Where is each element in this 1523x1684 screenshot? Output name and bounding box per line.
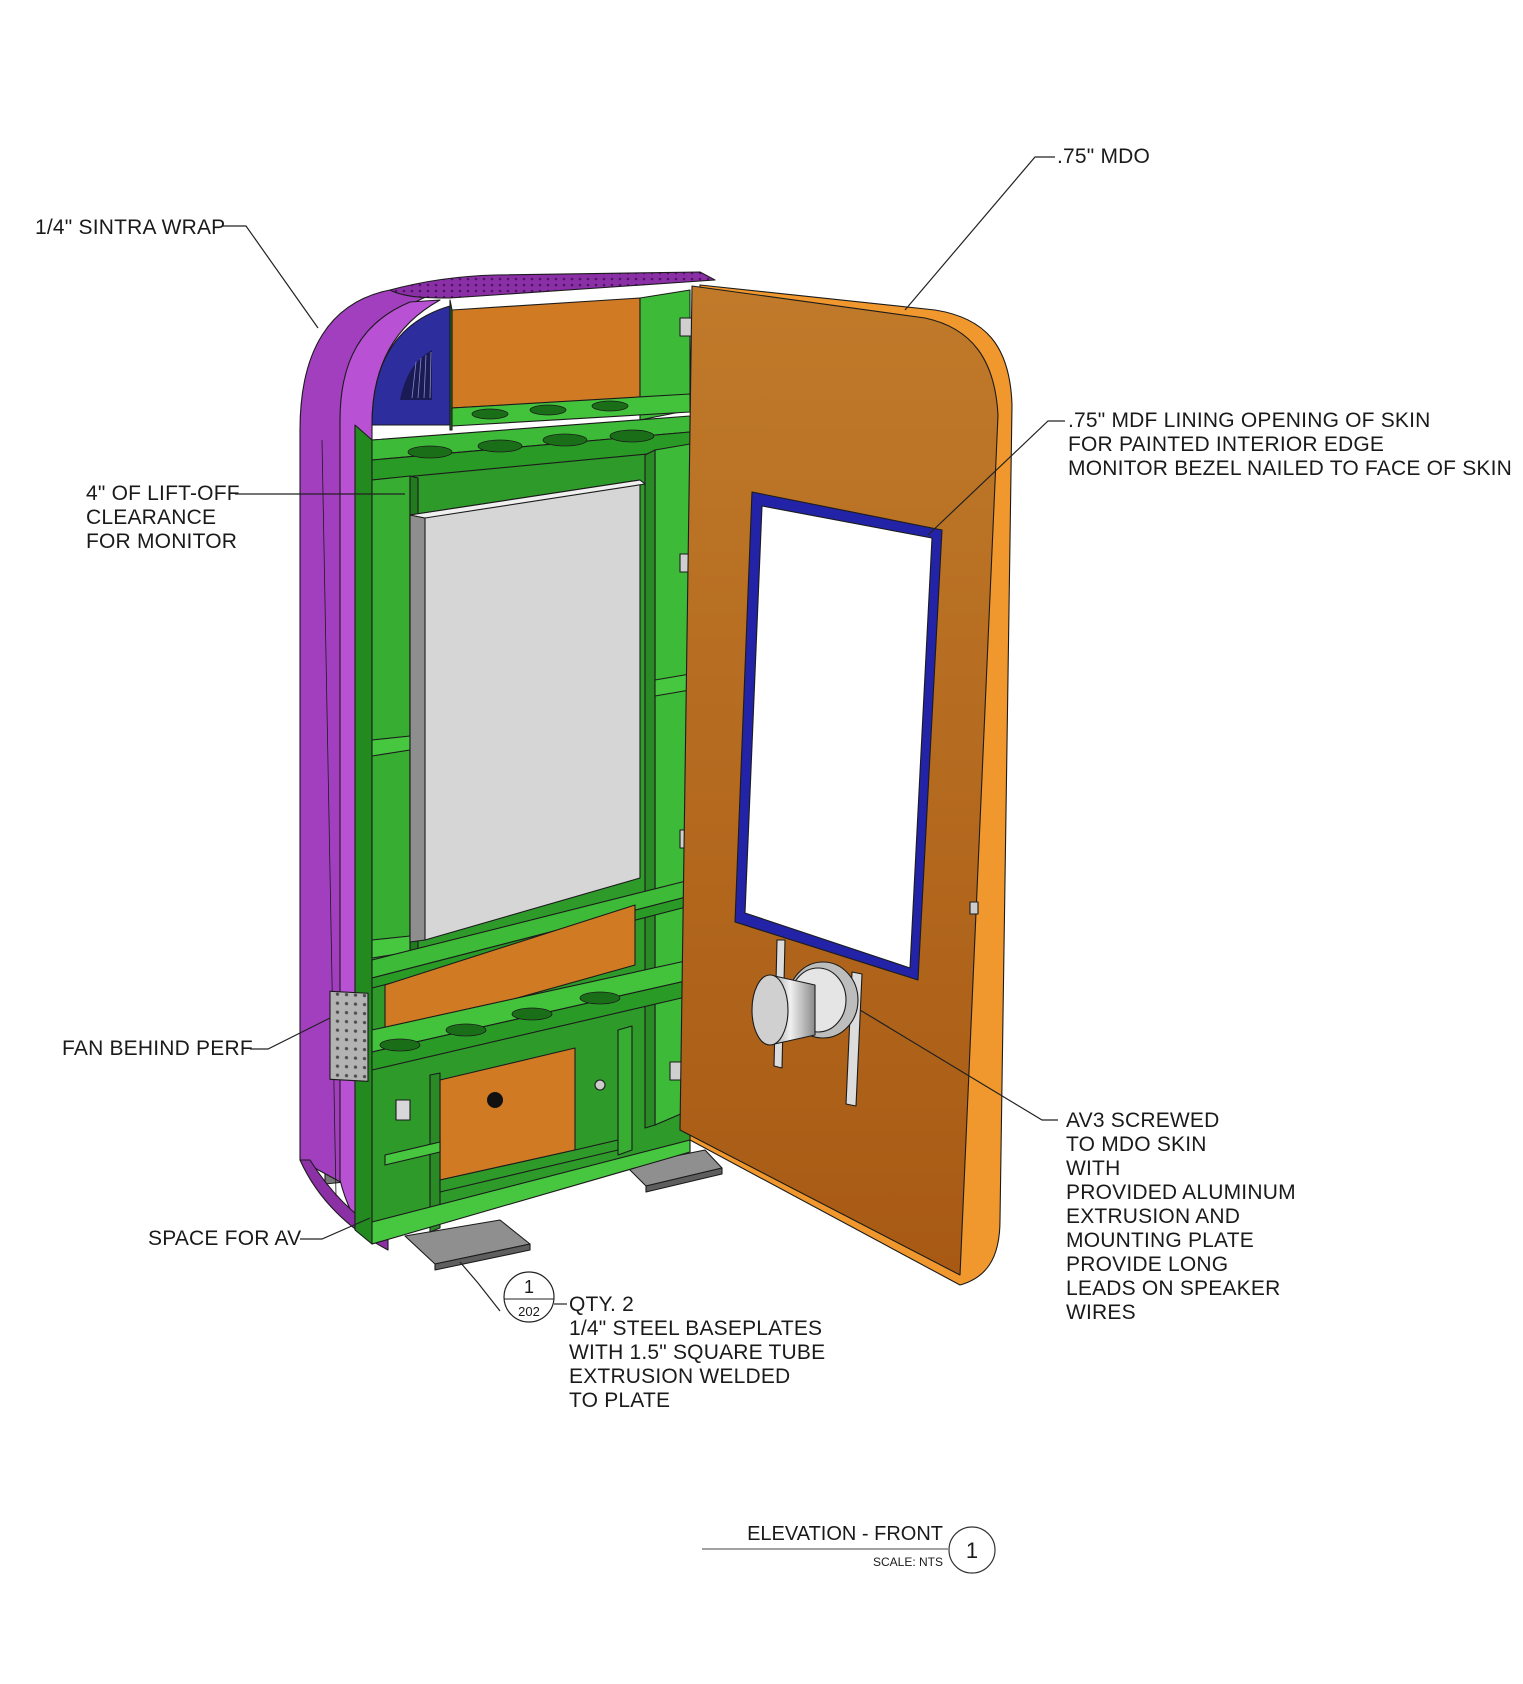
svg-text:WITH 1.5" SQUARE TUBE: WITH 1.5" SQUARE TUBE: [569, 1341, 825, 1364]
svg-text:MONITOR BEZEL NAILED TO FACE O: MONITOR BEZEL NAILED TO FACE OF SKIN: [1068, 457, 1512, 480]
view-number-bubble: [948, 1526, 996, 1574]
title-block: ELEVATION - FRONT SCALE: NTS 1: [702, 1523, 996, 1574]
view-scale: SCALE: NTS: [873, 1555, 943, 1569]
svg-text:PROVIDE LONG: PROVIDE LONG: [1066, 1253, 1228, 1276]
leader-lines: [222, 156, 1065, 1312]
svg-text:4" OF LIFT-OFF: 4" OF LIFT-OFF: [86, 482, 240, 505]
monitor: [409, 479, 646, 943]
svg-text:QTY. 2: QTY. 2: [569, 1293, 634, 1316]
svg-text:TO PLATE: TO PLATE: [569, 1389, 670, 1412]
svg-text:EXTRUSION WELDED: EXTRUSION WELDED: [569, 1365, 790, 1388]
svg-text:WIRES: WIRES: [1066, 1301, 1136, 1324]
svg-text:FOR MONITOR: FOR MONITOR: [86, 530, 237, 553]
svg-text:TO MDO SKIN: TO MDO SKIN: [1066, 1133, 1207, 1156]
av-grommet-hole: [487, 1092, 503, 1108]
svg-text:LEADS ON SPEAKER: LEADS ON SPEAKER: [1066, 1277, 1280, 1300]
svg-text:EXTRUSION AND: EXTRUSION AND: [1066, 1205, 1240, 1228]
callout-lift-off: 4" OF LIFT-OFF CLEARANCE FOR MONITOR: [86, 482, 240, 553]
view-title: ELEVATION - FRONT: [747, 1523, 943, 1545]
svg-text:WITH: WITH: [1066, 1157, 1120, 1180]
callout-sintra-wrap: 1/4" SINTRA WRAP: [35, 216, 225, 239]
detail-tag: 1 202: [503, 1271, 567, 1323]
callout-fan: FAN BEHIND PERF: [62, 1037, 253, 1060]
callout-mdf-lining: .75" MDF LINING OPENING OF SKIN FOR PAIN…: [1068, 409, 1512, 480]
svg-text:202: 202: [518, 1304, 540, 1319]
callout-av3: AV3 SCREWED TO MDO SKIN WITH PROVIDED AL…: [1066, 1109, 1296, 1324]
svg-text:AV3 SCREWED: AV3 SCREWED: [1066, 1109, 1220, 1132]
svg-text:PROVIDED ALUMINUM: PROVIDED ALUMINUM: [1066, 1181, 1296, 1204]
svg-text:.75" MDF LINING OPENING OF SKI: .75" MDF LINING OPENING OF SKIN: [1068, 409, 1431, 432]
av3-speaker: [751, 939, 863, 1107]
svg-text:CLEARANCE: CLEARANCE: [86, 506, 216, 529]
svg-text:1: 1: [524, 1277, 534, 1297]
callout-space-av: SPACE FOR AV: [148, 1227, 301, 1250]
callout-mdo: .75" MDO: [1057, 145, 1150, 168]
svg-text:1/4" STEEL BASEPLATES: 1/4" STEEL BASEPLATES: [569, 1317, 822, 1340]
steel-baseplates: [324, 1149, 723, 1271]
svg-text:MOUNTING PLATE: MOUNTING PLATE: [1066, 1229, 1254, 1252]
callout-baseplates: QTY. 2 1/4" STEEL BASEPLATES WITH 1.5" S…: [569, 1293, 825, 1412]
view-number: 1: [966, 1538, 978, 1563]
svg-text:FOR PAINTED INTERIOR EDGE: FOR PAINTED INTERIOR EDGE: [1068, 433, 1384, 456]
mdo-skin-door: [679, 284, 1013, 1286]
fan-perf-grille: [329, 990, 369, 1082]
